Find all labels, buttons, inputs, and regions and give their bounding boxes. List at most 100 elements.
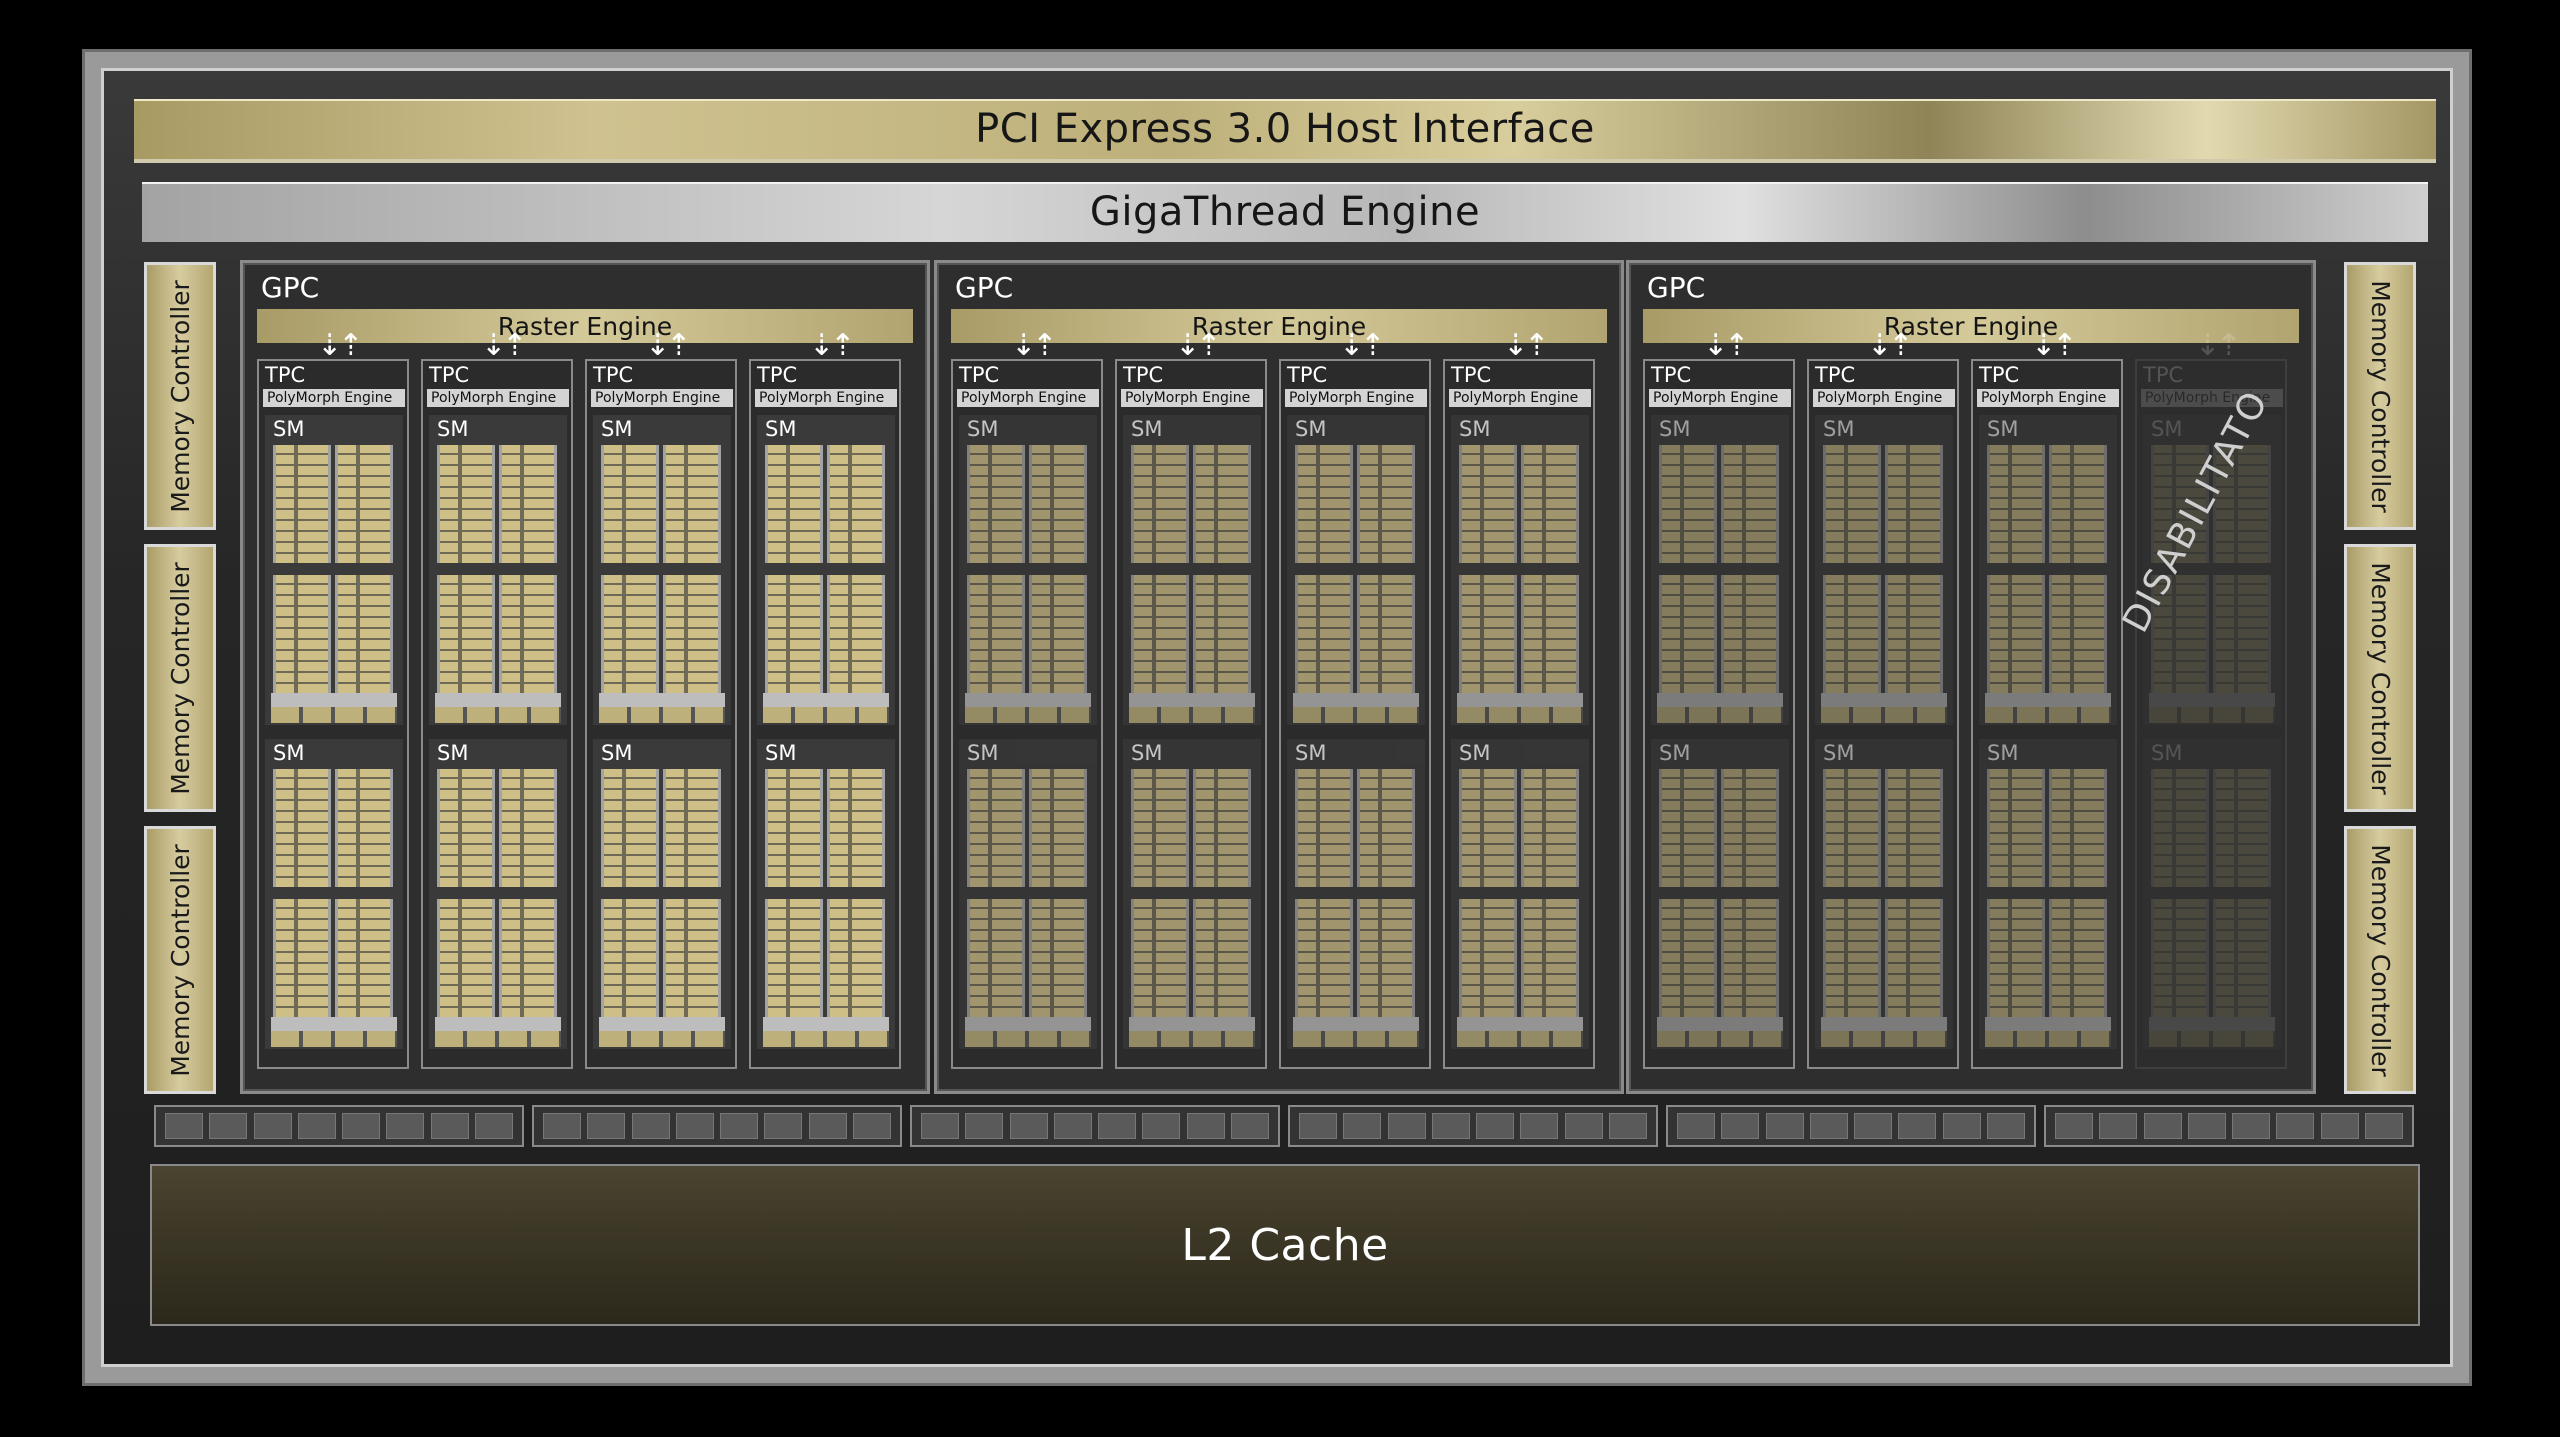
cuda-core-block bbox=[273, 445, 331, 563]
crossbar-cell bbox=[1809, 1113, 1848, 1139]
gigathread-engine: GigaThread Engine bbox=[142, 182, 2428, 242]
cuda-core-block bbox=[1295, 445, 1353, 563]
sm: SM bbox=[429, 739, 567, 1049]
cuda-core-block bbox=[2049, 575, 2107, 693]
polymorph-engine: PolyMorph Engine bbox=[1285, 389, 1427, 407]
raster-engine: Raster Engine bbox=[257, 309, 913, 343]
polymorph-engine: PolyMorph Engine bbox=[755, 389, 897, 407]
transfer-arrows-icon: ⇣⇡ bbox=[1011, 328, 1057, 363]
sm: SM bbox=[265, 739, 403, 1049]
cuda-core-block bbox=[967, 899, 1025, 1017]
cuda-core-block bbox=[1357, 445, 1415, 563]
sm-texture-units bbox=[1457, 707, 1583, 723]
crossbar-cell bbox=[1142, 1113, 1181, 1139]
cuda-core-block bbox=[827, 445, 885, 563]
cuda-core-block bbox=[967, 575, 1025, 693]
cuda-core-block bbox=[827, 575, 885, 693]
cuda-core-block bbox=[1459, 769, 1517, 887]
cuda-core-block bbox=[1987, 899, 2045, 1017]
transfer-arrows-icon: ⇣⇡ bbox=[1503, 328, 1549, 363]
sm-texture-units bbox=[1293, 707, 1419, 723]
tpc-label: TPC bbox=[1979, 363, 2020, 387]
cuda-core-block bbox=[765, 899, 823, 1017]
polymorph-engine: PolyMorph Engine bbox=[591, 389, 733, 407]
transfer-arrows-icon: ⇣⇡ bbox=[2031, 328, 2077, 363]
memory-controller-label: Memory Controller bbox=[165, 843, 195, 1077]
sm-texture-units bbox=[599, 1031, 725, 1047]
crossbar-segment bbox=[532, 1105, 902, 1147]
cuda-core-block bbox=[1823, 769, 1881, 887]
sm: SM bbox=[959, 739, 1097, 1049]
transfer-arrows-icon: ⇣⇡ bbox=[1867, 328, 1913, 363]
cuda-core-block bbox=[1823, 899, 1881, 1017]
sm: SM bbox=[1815, 739, 1953, 1049]
cuda-core-block bbox=[663, 769, 721, 887]
cuda-core-block bbox=[1295, 769, 1353, 887]
sm: SM bbox=[1451, 739, 1589, 1049]
sm-label: SM bbox=[437, 741, 469, 765]
sm-label: SM bbox=[2151, 417, 2183, 441]
sm-shared-memory bbox=[1657, 693, 1783, 707]
sm: SM bbox=[757, 739, 895, 1049]
sm: SM bbox=[1979, 415, 2117, 725]
memory-controller-right-3: Memory Controller bbox=[2344, 826, 2416, 1094]
sm-label: SM bbox=[1295, 741, 1327, 765]
cuda-core-block bbox=[967, 769, 1025, 887]
cuda-core-block bbox=[437, 445, 495, 563]
sm-shared-memory bbox=[1293, 1017, 1419, 1031]
polymorph-engine: PolyMorph Engine bbox=[263, 389, 405, 407]
tpc-label: TPC bbox=[2143, 363, 2184, 387]
cuda-core-block bbox=[1721, 899, 1779, 1017]
tpc-label: TPC bbox=[1123, 363, 1164, 387]
crossbar-cell bbox=[1343, 1113, 1382, 1139]
crossbar-cell bbox=[631, 1113, 670, 1139]
crossbar-cell bbox=[587, 1113, 626, 1139]
crossbar-cell bbox=[1721, 1113, 1760, 1139]
sm-label: SM bbox=[1459, 417, 1491, 441]
crossbar-cell bbox=[430, 1113, 469, 1139]
sm-label: SM bbox=[2151, 741, 2183, 765]
cuda-core-block bbox=[1029, 899, 1087, 1017]
crossbar-cell bbox=[386, 1113, 425, 1139]
sm-label: SM bbox=[1987, 741, 2019, 765]
cuda-core-block bbox=[1721, 445, 1779, 563]
crossbar-cell bbox=[2143, 1113, 2182, 1139]
cuda-core-block bbox=[1131, 575, 1189, 693]
polymorph-engine: PolyMorph Engine bbox=[2141, 389, 2283, 407]
sm-label: SM bbox=[1459, 741, 1491, 765]
gpc-label: GPC bbox=[1647, 271, 1706, 304]
sm-texture-units bbox=[435, 707, 561, 723]
sm-texture-units bbox=[271, 1031, 397, 1047]
sm-texture-units bbox=[271, 707, 397, 723]
cuda-core-block bbox=[1357, 899, 1415, 1017]
cuda-core-block bbox=[1521, 445, 1579, 563]
memory-controller-right-1: Memory Controller bbox=[2344, 262, 2416, 530]
crossbar-cell bbox=[1854, 1113, 1893, 1139]
sm-label: SM bbox=[1659, 417, 1691, 441]
cuda-core-block bbox=[1659, 575, 1717, 693]
cuda-core-block bbox=[499, 575, 557, 693]
sm-label: SM bbox=[273, 741, 305, 765]
sm-texture-units bbox=[1985, 1031, 2111, 1047]
sm: SM bbox=[1287, 415, 1425, 725]
tpc-label: TPC bbox=[429, 363, 470, 387]
sm-shared-memory bbox=[599, 1017, 725, 1031]
memory-controller-left-2: Memory Controller bbox=[144, 544, 216, 812]
cuda-core-block bbox=[601, 575, 659, 693]
sm-texture-units bbox=[1457, 1031, 1583, 1047]
sm-texture-units bbox=[2149, 1031, 2275, 1047]
cuda-core-block bbox=[1823, 445, 1881, 563]
cuda-core-block bbox=[2049, 899, 2107, 1017]
cuda-core-block bbox=[2151, 899, 2209, 1017]
memory-controller-label: Memory Controller bbox=[2365, 279, 2395, 513]
cuda-core-block bbox=[765, 769, 823, 887]
crossbar-cell bbox=[675, 1113, 714, 1139]
l2-cache: L2 Cache bbox=[150, 1164, 2420, 1326]
cuda-core-block bbox=[1823, 575, 1881, 693]
sm-shared-memory bbox=[599, 693, 725, 707]
memory-controller-label: Memory Controller bbox=[165, 279, 195, 513]
cuda-core-block bbox=[1029, 769, 1087, 887]
sm-shared-memory bbox=[965, 1017, 1091, 1031]
